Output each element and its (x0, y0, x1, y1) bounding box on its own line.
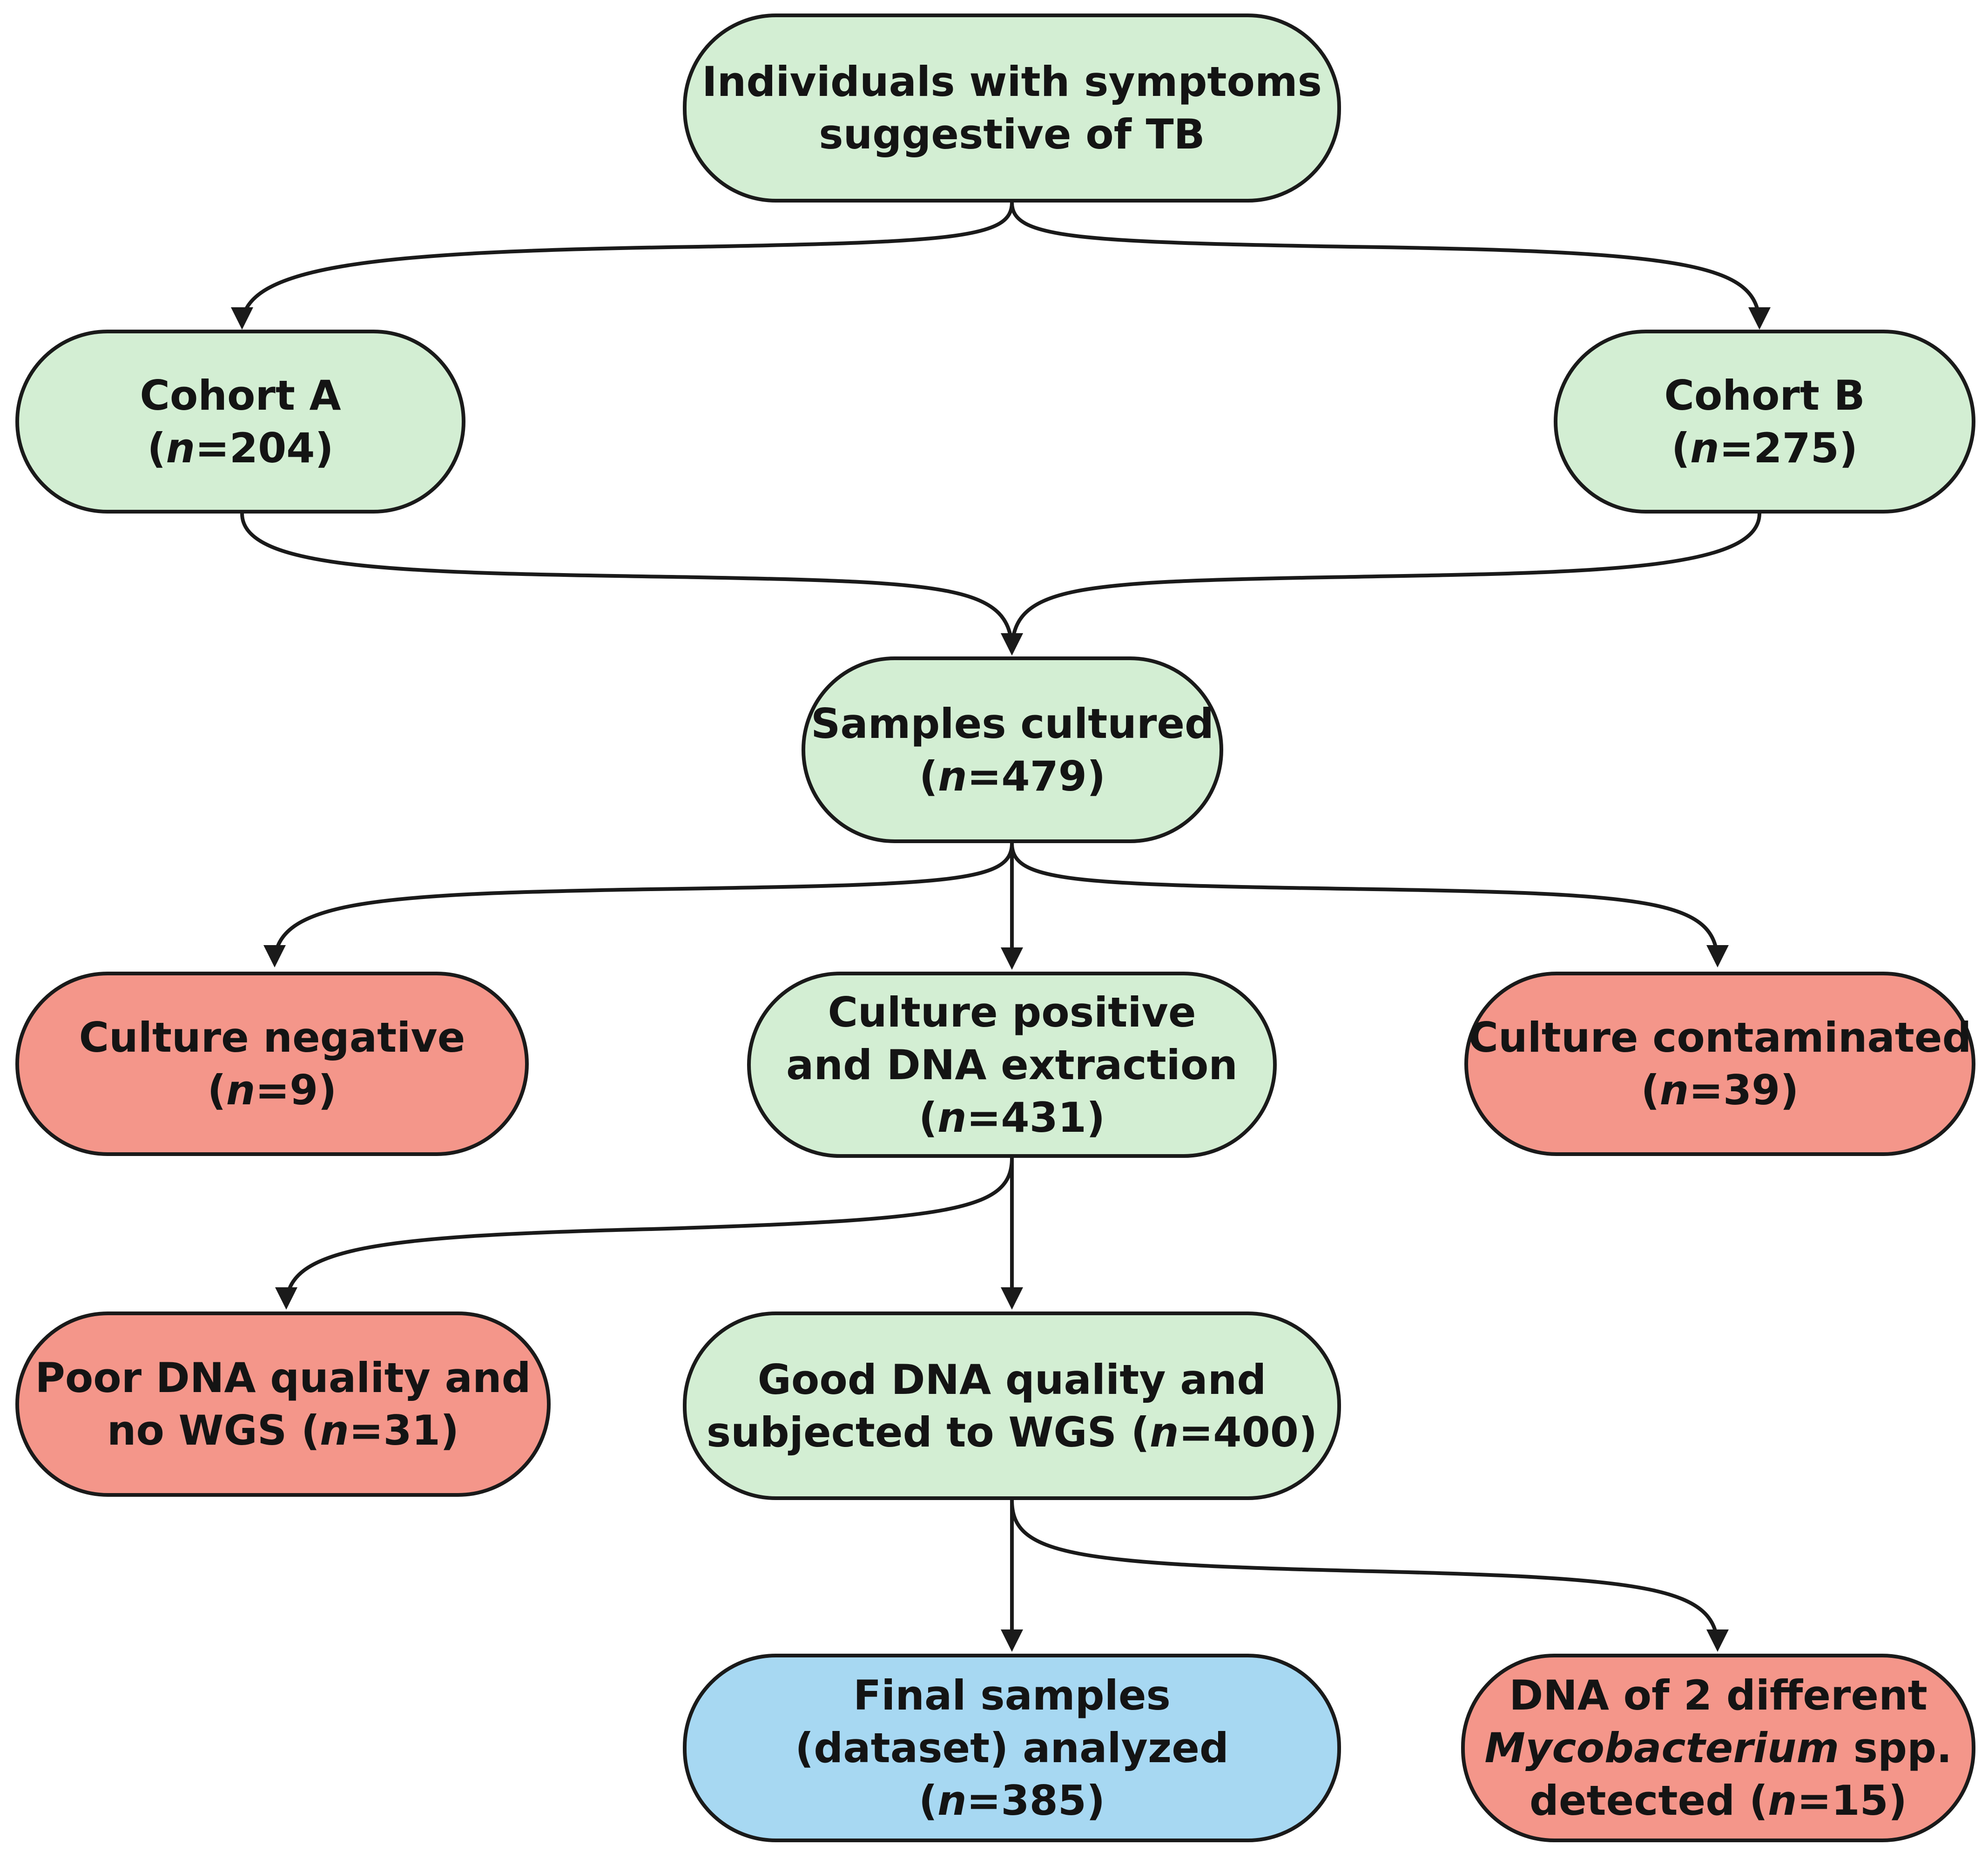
node-two-species-line2: Mycobacterium spp. (1484, 1724, 1952, 1772)
node-symptoms-line2: suggestive of TB (819, 110, 1205, 158)
node-samples-cultured: Samples cultured (n=479) (802, 656, 1223, 843)
arrow-cultured-to-culture-contaminated (1010, 843, 1729, 967)
node-poor-dna-line1: Poor DNA quality and (35, 1354, 531, 1402)
node-cohort-a: Cohort A (n=204) (15, 330, 465, 514)
node-cohort-b-label: Cohort B (1664, 371, 1865, 419)
node-poor-dna-quality: Poor DNA quality and no WGS (n=31) (15, 1311, 551, 1497)
node-culture-positive-count: (n=431) (918, 1093, 1105, 1142)
node-cohort-a-label: Cohort A (140, 371, 341, 419)
node-poor-dna-line2: no WGS (n=31) (107, 1406, 459, 1454)
node-culture-contaminated: Culture contaminated (n=39) (1464, 972, 1975, 1156)
node-good-dna-quality: Good DNA quality and subjected to WGS (n… (683, 1311, 1341, 1500)
arrow-good-dna-to-two-species (1010, 1500, 1729, 1652)
node-two-species-line1: DNA of 2 different (1509, 1671, 1927, 1719)
node-final-samples-count: (n=385) (918, 1777, 1105, 1825)
node-culture-positive: Culture positive and DNA extraction (n=4… (747, 972, 1277, 1158)
node-samples-cultured-count: (n=479) (919, 752, 1106, 800)
node-culture-positive-line2: and DNA extraction (786, 1041, 1238, 1089)
node-two-species-line3: detected (n=15) (1529, 1777, 1907, 1825)
node-cohort-b-count: (n=275) (1671, 424, 1858, 472)
node-symptoms: Individuals with symptoms suggestive of … (683, 14, 1341, 203)
arrow-cohort-b-to-cultured (1001, 513, 1761, 656)
node-culture-positive-line1: Culture positive (828, 988, 1196, 1036)
node-culture-contaminated-label: Culture contaminated (1468, 1014, 1972, 1061)
arrow-cultured-to-culture-negative (263, 843, 1014, 967)
arrow-symptoms-to-cohort-b (1010, 202, 1771, 330)
node-good-dna-line1: Good DNA quality and (757, 1355, 1267, 1404)
node-culture-contaminated-count: (n=39) (1641, 1066, 1799, 1114)
node-cohort-b: Cohort B (n=275) (1554, 330, 1975, 514)
arrow-cohort-a-to-cultured (240, 513, 1023, 656)
node-final-samples-line1: Final samples (853, 1671, 1171, 1719)
node-culture-negative-count: (n=9) (207, 1066, 337, 1114)
node-symptoms-line1: Individuals with symptoms (701, 58, 1322, 106)
arrow-symptoms-to-cohort-a (231, 202, 1014, 330)
node-final-samples-line2: (dataset) analyzed (795, 1724, 1229, 1772)
node-two-species-detected: DNA of 2 different Mycobacterium spp. de… (1461, 1654, 1975, 1842)
node-good-dna-line2: subjected to WGS (n=400) (706, 1408, 1318, 1456)
node-cohort-a-count: (n=204) (147, 424, 334, 472)
arrow-culture-positive-to-poor-dna (275, 1157, 1014, 1310)
node-final-samples: Final samples (dataset) analyzed (n=385) (683, 1654, 1341, 1842)
node-culture-negative: Culture negative (n=9) (15, 972, 529, 1156)
node-culture-negative-label: Culture negative (79, 1014, 465, 1061)
node-samples-cultured-label: Samples cultured (810, 699, 1214, 748)
